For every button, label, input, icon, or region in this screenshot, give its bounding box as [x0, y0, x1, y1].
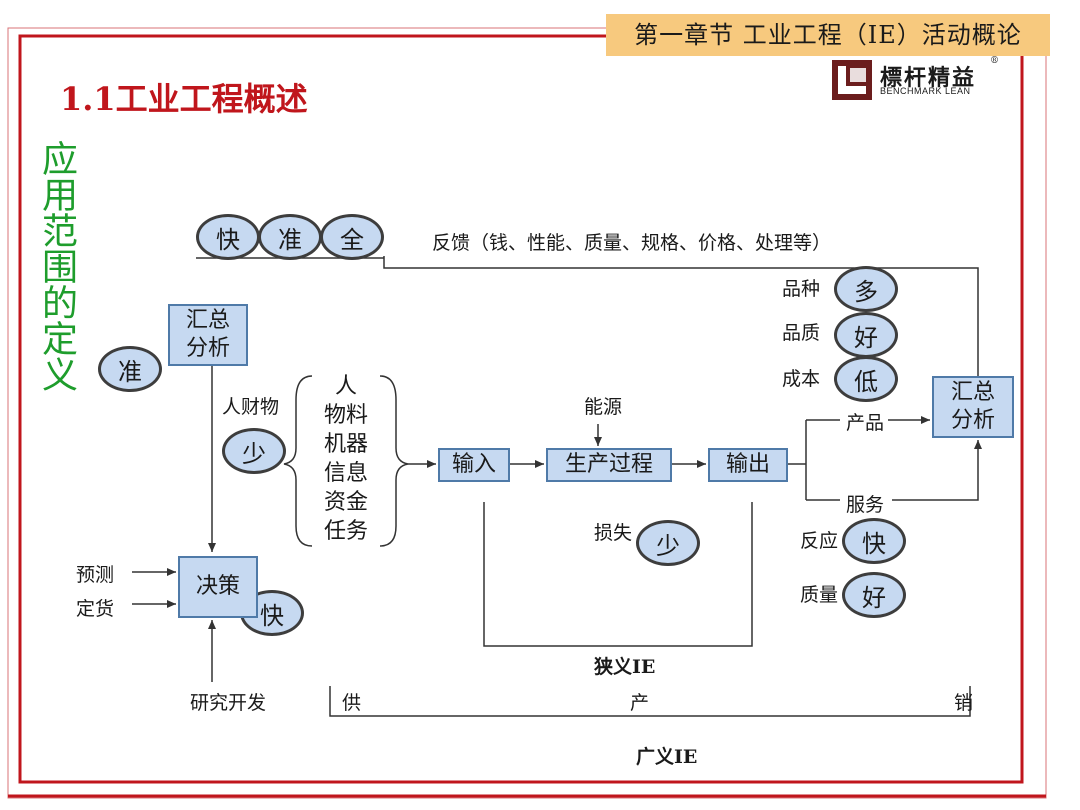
oval-complete: 全 — [320, 214, 384, 260]
logo-text-cn: 標杆精益 — [880, 66, 977, 91]
service-label: 服务 — [846, 494, 885, 516]
section-title: 1.1工业工程概述 — [60, 80, 308, 118]
resource-item: 人 — [334, 374, 357, 399]
logo-glyph-icon — [838, 66, 866, 94]
forecast-label: 预测 — [76, 564, 115, 586]
energy-label: 能源 — [584, 396, 623, 418]
response-label: 反应 — [800, 530, 839, 552]
produce-label: 产 — [630, 692, 650, 714]
summary-analysis-left: 汇总 分析 — [168, 304, 248, 366]
production-process-box: 生产过程 — [546, 448, 672, 482]
logo-mark-icon — [832, 60, 872, 100]
sell-label: 销 — [954, 692, 974, 714]
cost-label: 成本 — [782, 368, 821, 390]
feedback-label: 反馈（钱、性能、质量、规格、价格、处理等） — [432, 232, 832, 254]
logo-text-en: BENCHMARK LEAN — [880, 86, 971, 96]
product-label: 产品 — [846, 412, 885, 434]
logo-registered-mark: ® — [990, 56, 999, 66]
supply-label: 供 — [342, 692, 362, 714]
variety-label: 品种 — [782, 278, 821, 300]
decision-box: 决策 — [178, 556, 258, 618]
oval-fast-2: 快 — [842, 518, 906, 564]
oval-fast: 快 — [196, 214, 260, 260]
loss-label: 损失 — [594, 522, 633, 544]
rnd-label: 研究开发 — [190, 692, 267, 714]
narrow-ie-label: 狭义IE — [594, 656, 656, 678]
resource-item: 任务 — [323, 519, 368, 544]
oval-fast-1: 快 — [240, 590, 304, 636]
oval-many: 多 — [834, 266, 898, 312]
brand-logo: 標杆精益 BENCHMARK LEAN ® — [832, 56, 999, 100]
chapter-header: 第一章节 工业工程（IE）活动概论 — [606, 14, 1050, 56]
resource-item: 信息 — [323, 461, 368, 486]
broad-ie-label: 广义IE — [636, 746, 698, 768]
resource-item: 资金 — [323, 490, 368, 515]
input-box: 输入 — [438, 448, 510, 482]
quality-label: 品质 — [782, 322, 821, 344]
oval-good-2: 好 — [842, 572, 906, 618]
oval-less-1: 少 — [222, 428, 286, 474]
resource-item: 物料 — [323, 403, 368, 428]
quality2-label: 质量 — [800, 584, 839, 606]
oval-zhun: 准 — [98, 346, 162, 392]
oval-accurate: 准 — [258, 214, 322, 260]
resource-item: 机器 — [323, 432, 368, 457]
oval-low: 低 — [834, 356, 898, 402]
oval-good-1: 好 — [834, 312, 898, 358]
output-box: 输出 — [708, 448, 788, 482]
resource-list: 人 物料 机器 信息 资金 任务 — [318, 372, 374, 546]
oval-less-2: 少 — [636, 520, 700, 566]
summary-analysis-right: 汇总 分析 — [932, 376, 1014, 438]
vertical-title: 应用范围的定义 — [36, 140, 77, 392]
order-label: 定货 — [76, 598, 115, 620]
people-money-material-label: 人财物 — [222, 396, 280, 418]
